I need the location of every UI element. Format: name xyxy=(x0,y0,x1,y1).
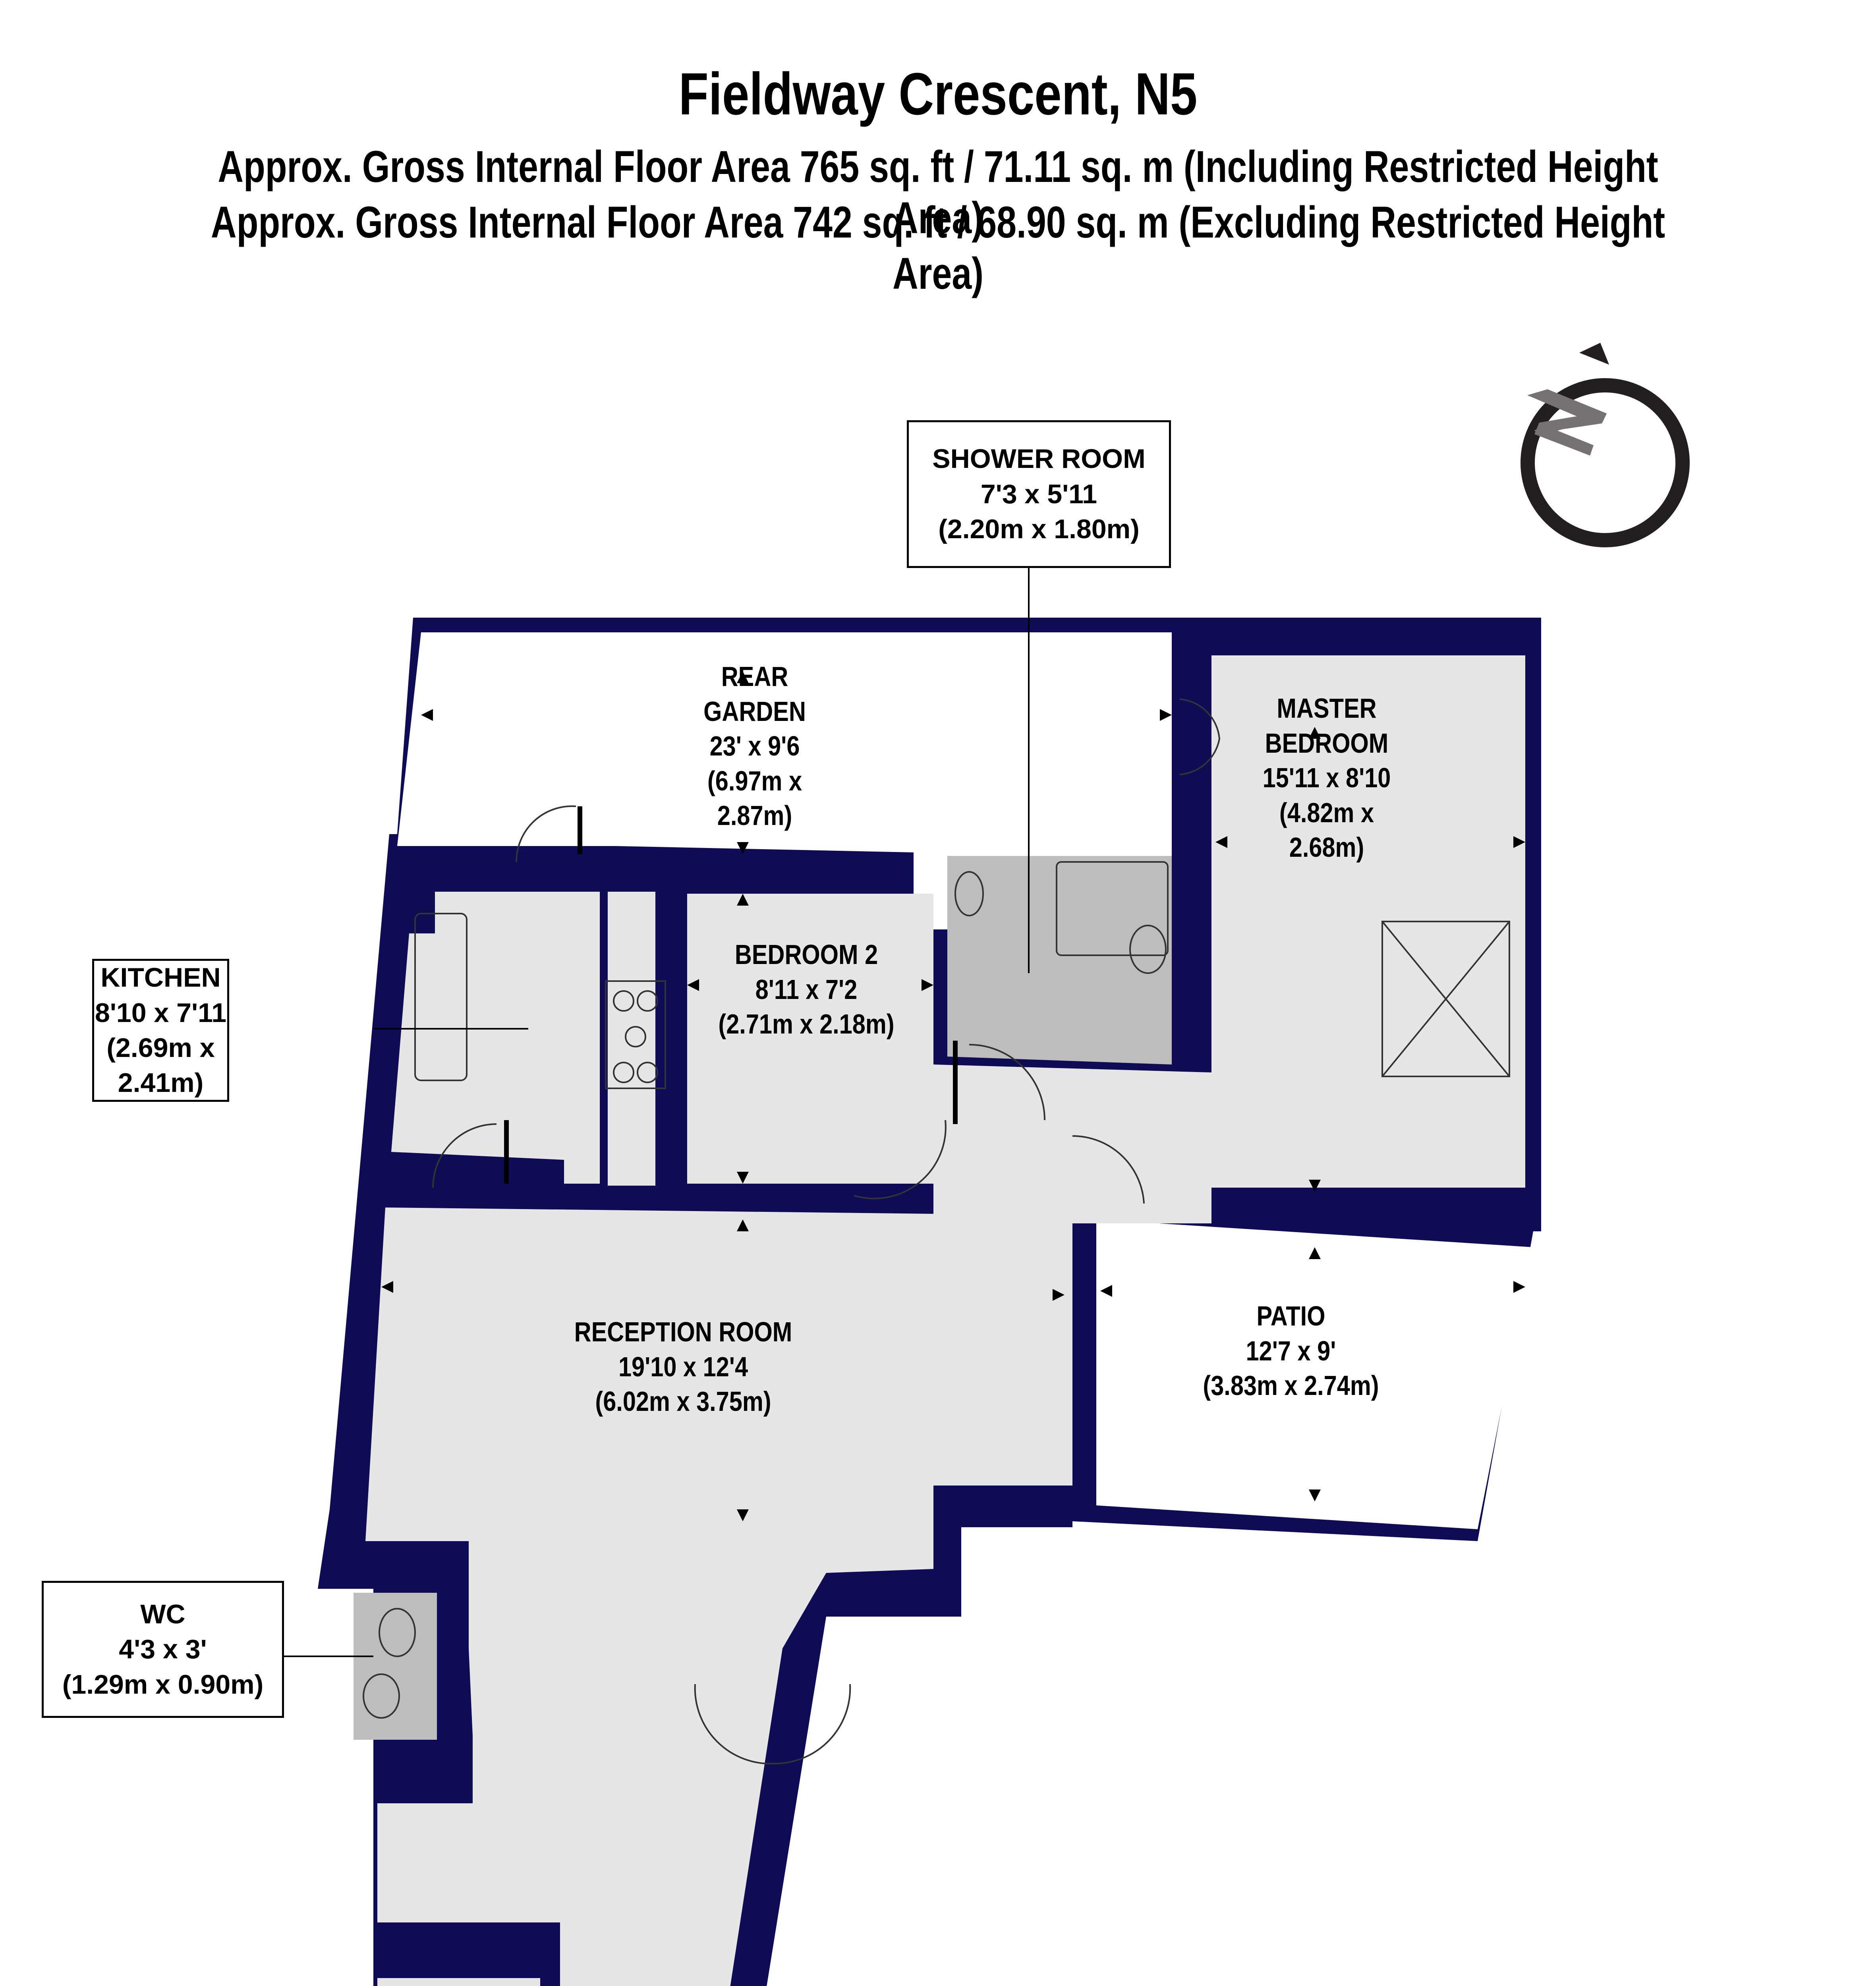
toilet-icon xyxy=(1129,925,1167,974)
callout-metric: (2.69m x 2.41m) xyxy=(106,1033,215,1098)
room-name-line1: MASTER xyxy=(1277,693,1377,724)
room-name: BEDROOM 2 xyxy=(734,939,878,970)
callout-leader-lines xyxy=(278,560,1030,1657)
room-imperial: 8'11 x 7'2 xyxy=(755,974,858,1005)
plan-title: Fieldway Crescent, N5 xyxy=(678,60,1198,127)
callout-metric: (2.20m x 1.80m) xyxy=(938,514,1140,545)
dimension-arrows xyxy=(381,671,1525,1521)
room-imperial: 15'11 x 8'10 xyxy=(1262,762,1391,793)
callout-name: SHOWER ROOM xyxy=(932,444,1146,474)
fixtures xyxy=(363,861,1510,1719)
room-imperial: 23' x 9'6 xyxy=(709,730,800,761)
door-leaves xyxy=(504,806,958,1184)
wc-basin-icon xyxy=(363,1673,400,1719)
room-master-bedroom: MASTER BEDROOM 15'11 x 8'10 (4.82m x 2.6… xyxy=(1239,691,1414,865)
room-name: RECEPTION ROOM xyxy=(574,1316,792,1347)
shower-tray-icon xyxy=(1056,861,1169,956)
room-metric: (6.02m x 3.75m) xyxy=(595,1386,771,1417)
interior-floors xyxy=(354,655,1525,1986)
callout-name: WC xyxy=(140,1599,185,1629)
wc-toilet-icon xyxy=(379,1608,416,1657)
doors xyxy=(432,698,1221,1765)
hob-icon xyxy=(605,980,666,1089)
callout-imperial: 8'10 x 7'11 xyxy=(95,997,227,1028)
basin-icon xyxy=(954,871,984,916)
room-imperial: 12'7 x 9' xyxy=(1246,1335,1336,1366)
callout-shower-room: SHOWER ROOM 7'3 x 5'11 (2.20m x 1.80m) xyxy=(907,420,1171,568)
callout-wc: WC 4'3 x 3' (1.29m x 0.90m) xyxy=(42,1581,284,1718)
room-imperial: 19'10 x 12'4 xyxy=(618,1351,748,1382)
room-reception: RECEPTION ROOM 19'10 x 12'4 (6.02m x 3.7… xyxy=(565,1315,802,1419)
north-compass-icon xyxy=(1521,343,1690,547)
callout-kitchen: KITCHEN 8'10 x 7'11 (2.69m x 2.41m) xyxy=(92,959,229,1102)
sink-icon xyxy=(414,913,468,1081)
room-metric: (3.83m x 2.74m) xyxy=(1203,1370,1379,1401)
room-name: REAR GARDEN xyxy=(703,661,806,727)
room-rear-garden: REAR GARDEN 23' x 9'6 (6.97m x 2.87m) xyxy=(670,659,839,833)
callout-metric: (1.29m x 0.90m) xyxy=(62,1669,264,1700)
room-metric: (6.97m x 2.87m) xyxy=(707,765,802,831)
room-metric: (2.71m x 2.18m) xyxy=(718,1008,895,1039)
room-bedroom-2: BEDROOM 2 8'11 x 7'2 (2.71m x 2.18m) xyxy=(712,937,901,1042)
room-metric: (4.82m x 2.68m) xyxy=(1279,797,1374,863)
room-name: PATIO xyxy=(1256,1300,1325,1331)
bed-icon xyxy=(1381,921,1510,1077)
callout-name: KITCHEN xyxy=(100,962,221,993)
area-including-restricted: Approx. Gross Internal Floor Area 765 sq… xyxy=(218,142,1658,243)
callout-imperial: 4'3 x 3' xyxy=(119,1634,207,1665)
callout-imperial: 7'3 x 5'11 xyxy=(980,479,1097,509)
room-patio: PATIO 12'7 x 9' (3.83m x 2.74m) xyxy=(1196,1299,1385,1403)
room-name-line2: BEDROOM xyxy=(1265,727,1389,759)
area-excluding-restricted: Approx. Gross Internal Floor Area 742 sq… xyxy=(211,197,1665,298)
